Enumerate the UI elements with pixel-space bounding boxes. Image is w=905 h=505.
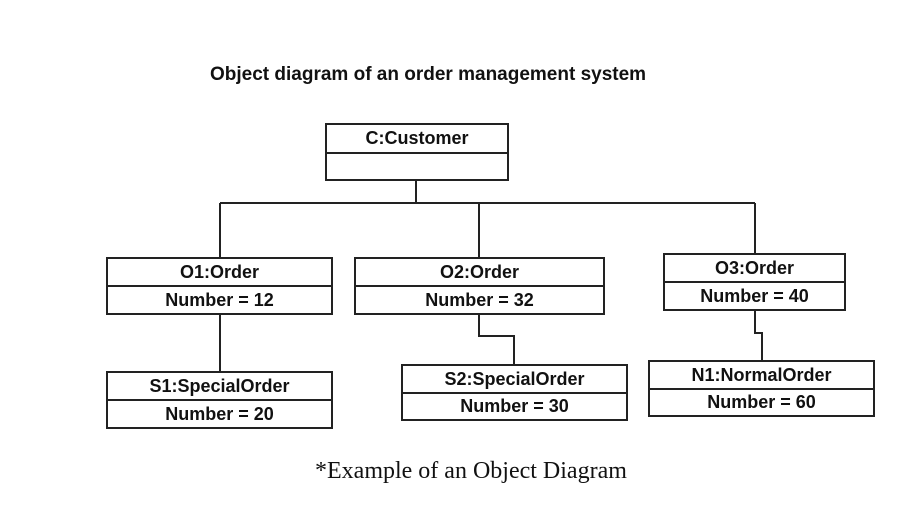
diagram-title: Object diagram of an order management sy… — [210, 64, 647, 85]
object-n1-attribute: Number = 60 — [707, 392, 816, 412]
link-customer-bus — [415, 180, 418, 204]
object-n1-name: N1:NormalOrder — [650, 362, 873, 390]
object-o2-name: O2:Order — [356, 259, 603, 287]
object-o2-attribute: Number = 32 — [425, 289, 534, 310]
object-o1: O1:Order Number = 12 — [106, 257, 333, 315]
diagram-caption: *Example of an Object Diagram — [315, 458, 627, 484]
link-o2-s2 — [478, 314, 515, 365]
object-s1-name: S1:SpecialOrder — [108, 373, 331, 401]
object-s1: S1:SpecialOrder Number = 20 — [106, 371, 333, 429]
object-s2: S2:SpecialOrder Number = 30 — [401, 364, 628, 421]
object-o1-name: O1:Order — [108, 259, 331, 287]
object-o2: O2:Order Number = 32 — [354, 257, 605, 315]
object-o1-attribute: Number = 12 — [165, 289, 274, 310]
object-customer-attribute — [327, 154, 507, 179]
object-s1-attribute: Number = 20 — [165, 403, 274, 424]
object-o3-name: O3:Order — [665, 255, 844, 283]
object-customer: C:Customer — [325, 123, 509, 181]
link-o3-n1 — [754, 310, 763, 361]
object-o3-attribute: Number = 40 — [700, 285, 809, 306]
object-s2-name: S2:SpecialOrder — [403, 366, 626, 394]
object-customer-name: C:Customer — [327, 125, 507, 154]
object-s2-attribute: Number = 30 — [460, 396, 569, 416]
object-n1: N1:NormalOrder Number = 60 — [648, 360, 875, 417]
object-o3: O3:Order Number = 40 — [663, 253, 846, 311]
